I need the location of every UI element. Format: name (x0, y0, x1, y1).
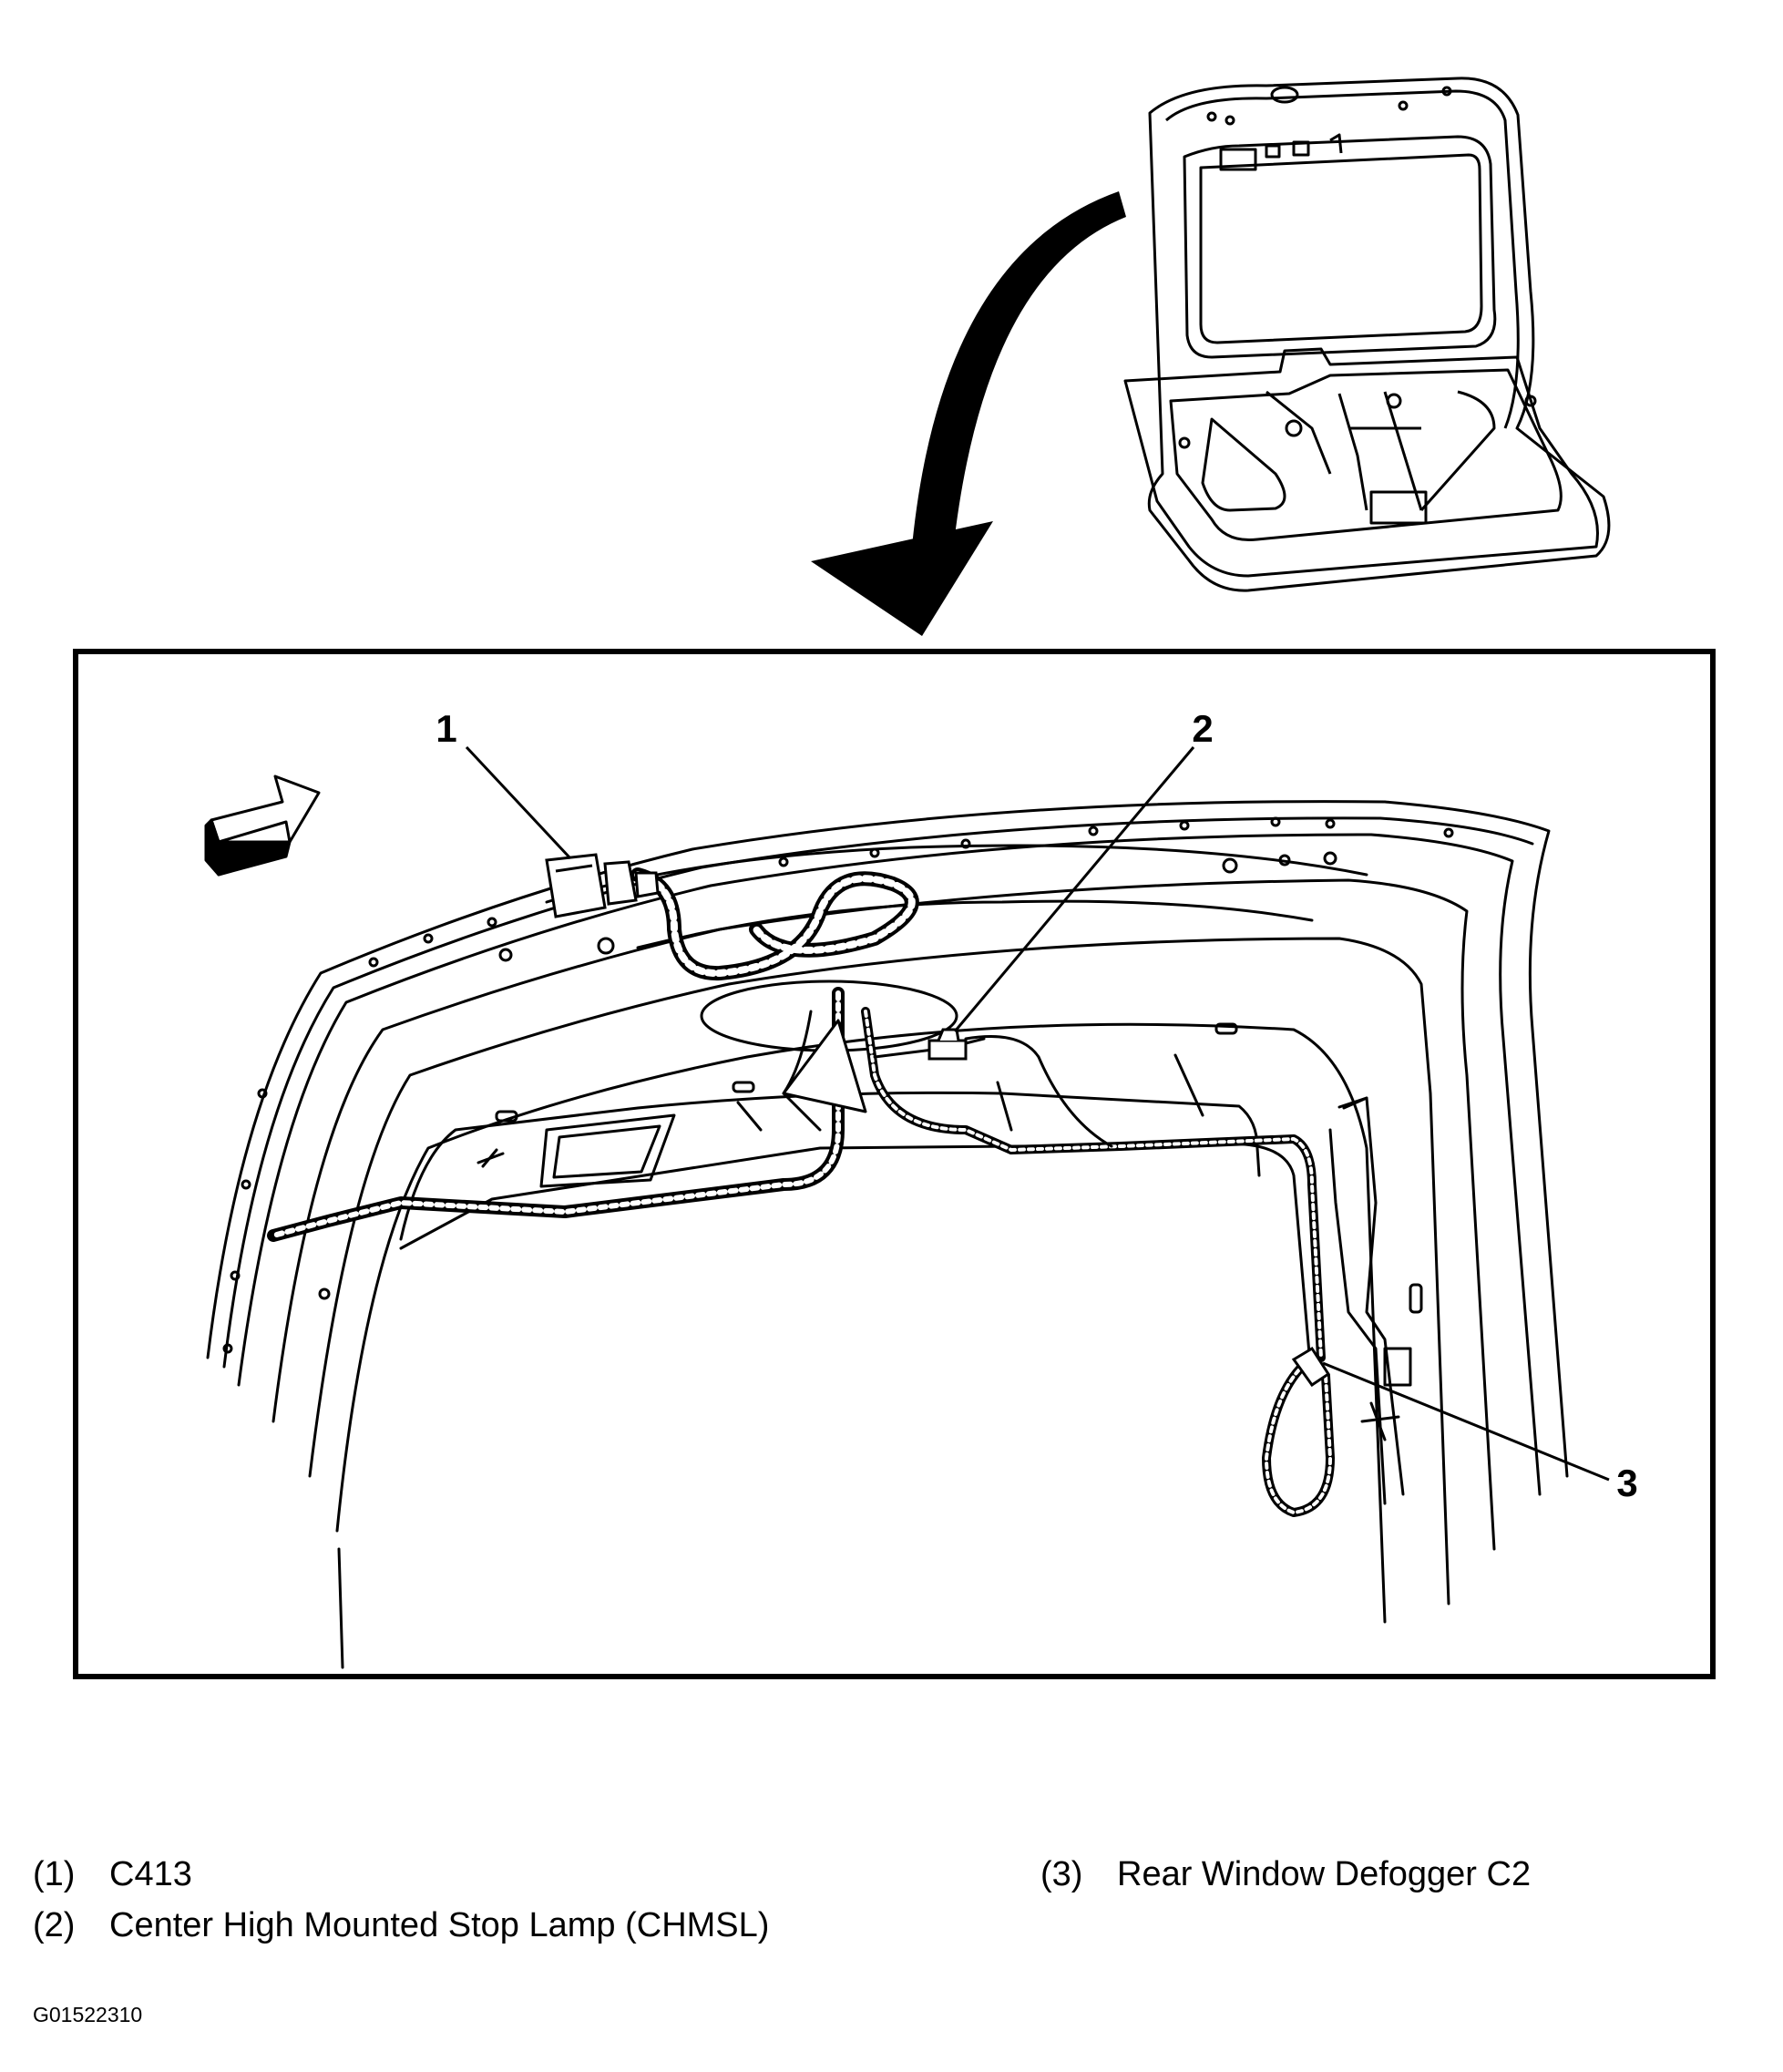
liftgate-overview-inset (1123, 77, 1611, 592)
connector-chmsl (927, 1028, 968, 1061)
callout-3: 3 (1616, 1462, 1637, 1504)
legend-text-1: C413 (109, 1855, 192, 1893)
connector-rear-window-defogger-c2 (1291, 1346, 1331, 1388)
forward-direction-arrow-icon (204, 774, 321, 877)
legend-number-3: (3) (1040, 1855, 1083, 1893)
legend-text-2: Center High Mounted Stop Lamp (CHMSL) (109, 1906, 770, 1944)
legend-number-1: (1) (33, 1855, 76, 1893)
legend-item-2: (2) Center High Mounted Stop Lamp (CHMSL) (33, 1906, 769, 1945)
callout-2: 2 (1192, 707, 1213, 750)
figure-id: G01522310 (33, 2003, 143, 2026)
legend-number-2: (2) (33, 1906, 76, 1944)
legend-item-1: (1) C413 (33, 1855, 192, 1894)
connector-c413 (545, 853, 660, 918)
legend-text-3: Rear Window Defogger C2 (1117, 1855, 1532, 1893)
liftgate-wiring-diagram: 1 2 3 (73, 77, 1716, 1679)
curved-view-arrow-icon (811, 191, 1126, 636)
wiring-harness (267, 867, 1335, 1517)
callout-leader-lines (465, 745, 1610, 1482)
legend-item-3: (3) Rear Window Defogger C2 (1040, 1855, 1531, 1894)
callout-1: 1 (436, 707, 456, 750)
detail-view-frame (73, 649, 1716, 1679)
